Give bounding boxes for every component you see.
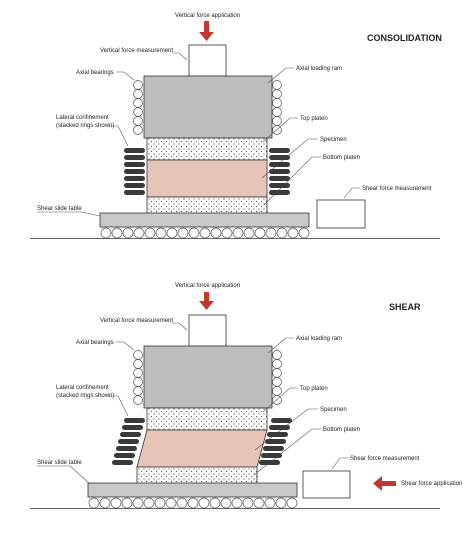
vertical-force-application-label: Vertical force application [175, 13, 240, 19]
top-platen [146, 407, 268, 431]
shear-slide-table [87, 482, 298, 498]
load-cell [188, 314, 227, 347]
top-platen-label: Top platen [300, 386, 328, 392]
axial-bearings-label: Axial bearings [76, 340, 114, 346]
lateral-confinement-label: Lateral confinement [56, 385, 109, 391]
specimen [146, 159, 268, 198]
arrow-shaft [204, 21, 209, 33]
vertical-force-measurement-label: Vertical force measurement [100, 48, 173, 54]
load-cell [188, 44, 227, 77]
specimen [136, 429, 268, 468]
axial-loading-ram [143, 75, 273, 139]
axial-loading-ram [143, 345, 273, 409]
arrow-head [199, 32, 214, 41]
arrow-shaft [381, 481, 396, 486]
vertical-force-arrow [199, 292, 214, 310]
leader-line [263, 156, 321, 206]
leader-line [172, 52, 188, 61]
specimen-label: Specimen [320, 137, 347, 143]
stacked-rings-label: (stacked rings shown) [56, 393, 114, 399]
shear-force-application-label: Shear force application [401, 481, 462, 487]
stacked-rings-label: (stacked rings shown) [56, 123, 114, 129]
leader-line [110, 125, 129, 147]
arrow-shaft [204, 292, 209, 302]
confinement-rings-left [124, 148, 145, 195]
confinement-rings-left [112, 418, 145, 465]
bottom-platen-label: Bottom platen [323, 155, 360, 161]
consolidation-panel: CONSOLIDATION Vertical force application… [30, 13, 442, 239]
leader-line [267, 337, 294, 354]
arrow-head [373, 476, 382, 491]
shear-panel: SHEAR Vertical force application Vertica… [30, 283, 462, 509]
confinement-rings-right [259, 418, 292, 465]
leader-line [37, 465, 91, 485]
shear-force-measurement-label: Shear force measurement [362, 186, 432, 192]
shear-force-arrow [373, 476, 396, 491]
axial-bearings-left [133, 80, 143, 135]
axial-bearings-right [272, 80, 282, 135]
shear-load-cell [316, 199, 366, 229]
leader-line [331, 457, 348, 470]
leader-line [116, 71, 135, 81]
axial-loading-ram-label: Axial loading ram [296, 336, 342, 342]
lateral-confinement-label: Lateral confinement [56, 115, 109, 121]
confinement-rings-right [269, 148, 290, 195]
axial-bearings-right [272, 350, 282, 405]
shear-title: SHEAR [389, 302, 421, 312]
shear-slide-table [99, 212, 310, 228]
top-platen [146, 137, 268, 161]
axial-bearings-label: Axial bearings [76, 70, 114, 76]
specimen-label: Specimen [320, 407, 347, 413]
axial-loading-ram-label: Axial loading ram [296, 66, 342, 72]
leader-line [37, 211, 101, 217]
shear-slide-table-label: Shear slide table [37, 460, 82, 466]
vertical-force-measurement-label: Vertical force measurement [100, 318, 173, 324]
leader-line [262, 117, 298, 143]
roller-bearings [88, 497, 298, 509]
arrow-head [199, 301, 214, 310]
shear-force-measurement-label: Shear force measurement [350, 456, 420, 462]
leader-line [172, 322, 188, 331]
leader-line [253, 428, 321, 476]
bottom-platen-label: Bottom platen [323, 427, 360, 433]
consolidation-title: CONSOLIDATION [367, 33, 442, 43]
leader-line [343, 187, 360, 199]
top-platen-label: Top platen [300, 116, 328, 122]
roller-bearings [100, 227, 310, 239]
shear-load-cell [302, 470, 351, 499]
leader-line [110, 395, 129, 417]
leader-line [267, 67, 294, 84]
leader-line [116, 341, 135, 351]
axial-bearings-left [133, 350, 143, 405]
vertical-force-application-label: Vertical force application [175, 283, 240, 289]
vertical-force-arrow [199, 21, 214, 41]
leader-line [262, 387, 298, 413]
shear-slide-table-label: Shear slide table [37, 206, 82, 212]
